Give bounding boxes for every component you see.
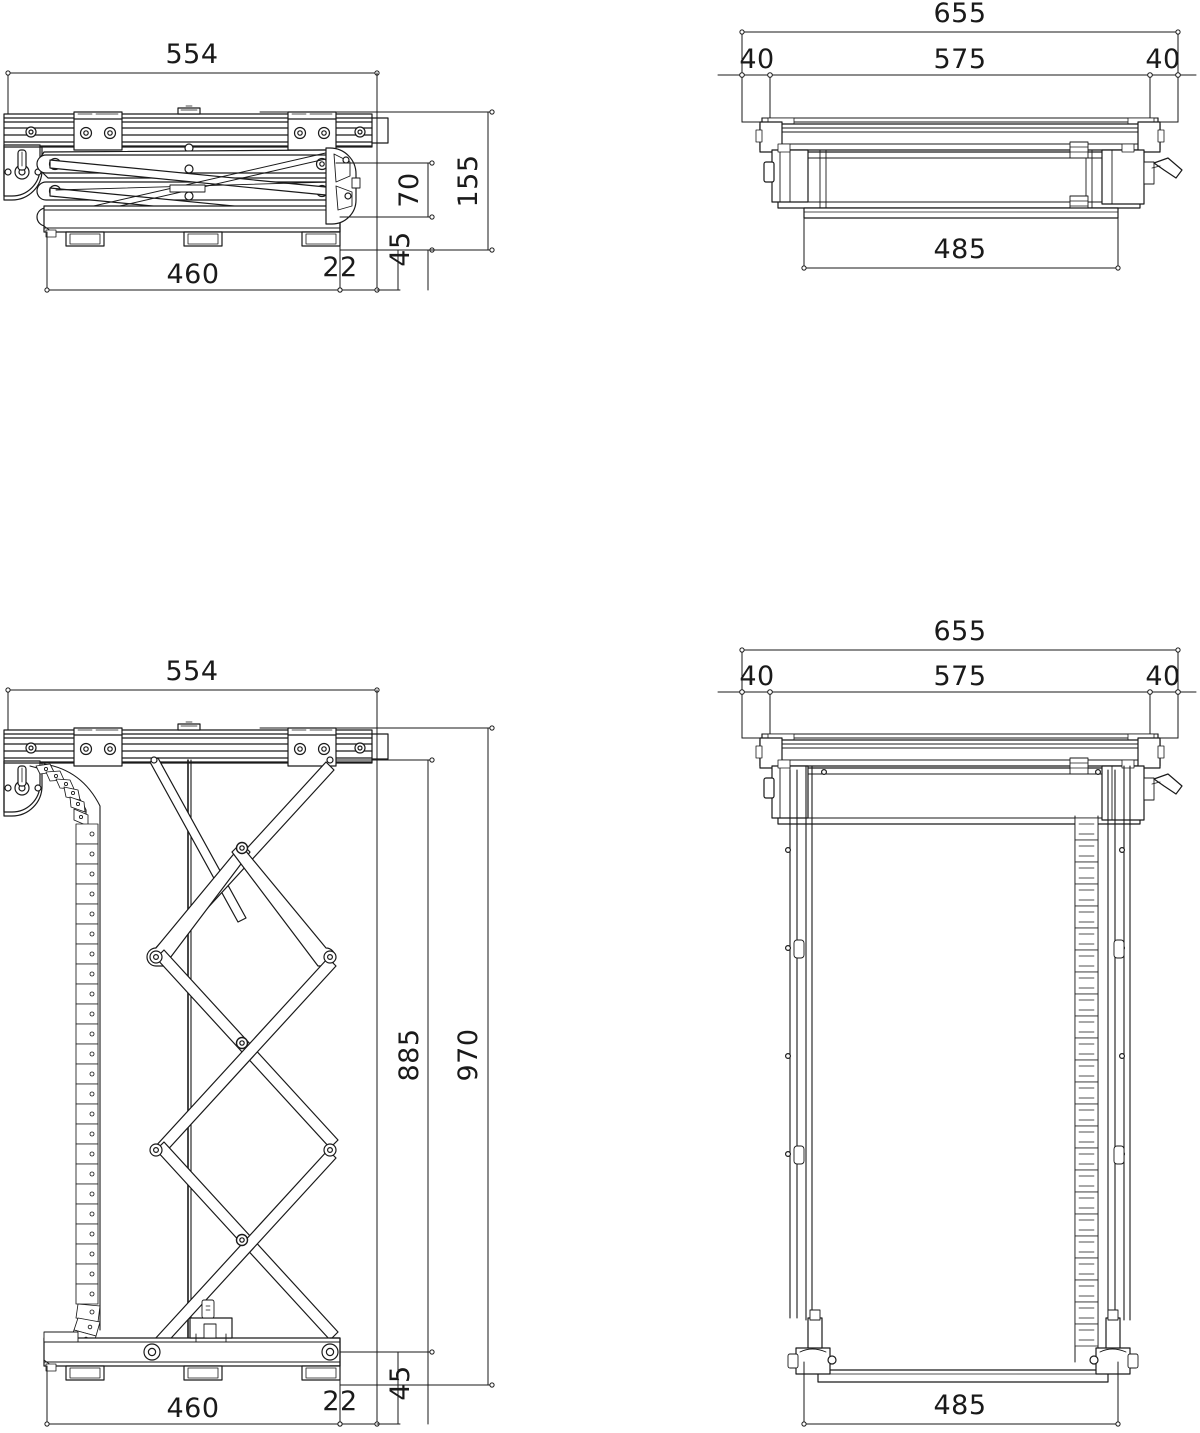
- dimension-485-collapsed: [801, 209, 1121, 271]
- dim-label-655-collapsed: 655: [933, 0, 986, 29]
- dim-label-485-collapsed: 485: [933, 234, 986, 265]
- view-front-extended: [3, 687, 495, 1427]
- dim-label-460-collapsed: 460: [166, 259, 219, 290]
- lift-platform-extended: [43, 1299, 341, 1381]
- lift-body-side-collapsed: [763, 141, 1183, 219]
- dim-label-554-collapsed: 554: [165, 39, 218, 70]
- hinge-cluster-collapsed: [325, 147, 361, 225]
- scissor-linkage-extended: [146, 756, 339, 1349]
- dim-label-40-right-extended: 40: [1145, 661, 1180, 692]
- dim-label-22-extended: 22: [322, 1386, 357, 1417]
- dim-label-554-extended: 554: [165, 656, 218, 687]
- dimension-485-extended: [801, 1361, 1121, 1427]
- ceiling-rail-collapsed: [3, 105, 389, 153]
- lift-body-side-extended: [763, 757, 1183, 825]
- telescoping-posts: [784, 765, 1131, 1321]
- dim-label-45-collapsed: 45: [385, 231, 416, 266]
- dim-label-45-extended: 45: [385, 1365, 416, 1400]
- dim-label-460-extended: 460: [166, 1393, 219, 1424]
- dimension-460-22-extended: [44, 689, 401, 1427]
- cable-energy-chain-side: [1074, 815, 1099, 1363]
- dim-label-40-right-collapsed: 40: [1145, 44, 1180, 75]
- dim-label-575-extended: 575: [933, 661, 986, 692]
- dimension-group-vertical-extended: [335, 725, 495, 1425]
- dimension-575-40-extended: [717, 689, 1197, 737]
- lift-platform-collapsed: [43, 205, 341, 247]
- dim-label-40-left-extended: 40: [739, 661, 774, 692]
- dim-label-22-collapsed: 22: [322, 252, 357, 283]
- dim-label-155-collapsed: 155: [453, 154, 484, 207]
- dim-label-575-collapsed: 575: [933, 44, 986, 75]
- pulley-housing-extended: [3, 760, 43, 817]
- view-front-collapsed: [3, 70, 495, 293]
- dimension-460-22-collapsed: [44, 72, 401, 293]
- cable-energy-chain: [29, 763, 101, 1361]
- dimension-group-vertical-collapsed: [335, 109, 495, 291]
- view-side-extended: [717, 647, 1197, 1427]
- view-side-collapsed: [717, 29, 1197, 271]
- dim-label-885: 885: [394, 1028, 425, 1081]
- dim-label-485-extended: 485: [933, 1390, 986, 1421]
- dimension-575-40-collapsed: [717, 72, 1197, 121]
- carriage-rail-side-collapsed: [755, 121, 1165, 153]
- dim-label-655-extended: 655: [933, 616, 986, 647]
- carriage-rail-side-extended: [755, 737, 1165, 769]
- dim-label-70-collapsed: 70: [394, 172, 425, 207]
- lift-platform-side-extended: [787, 1309, 1139, 1383]
- pulley-housing-collapsed: [3, 144, 43, 201]
- dim-label-40-left-collapsed: 40: [739, 44, 774, 75]
- dim-label-970: 970: [453, 1028, 484, 1081]
